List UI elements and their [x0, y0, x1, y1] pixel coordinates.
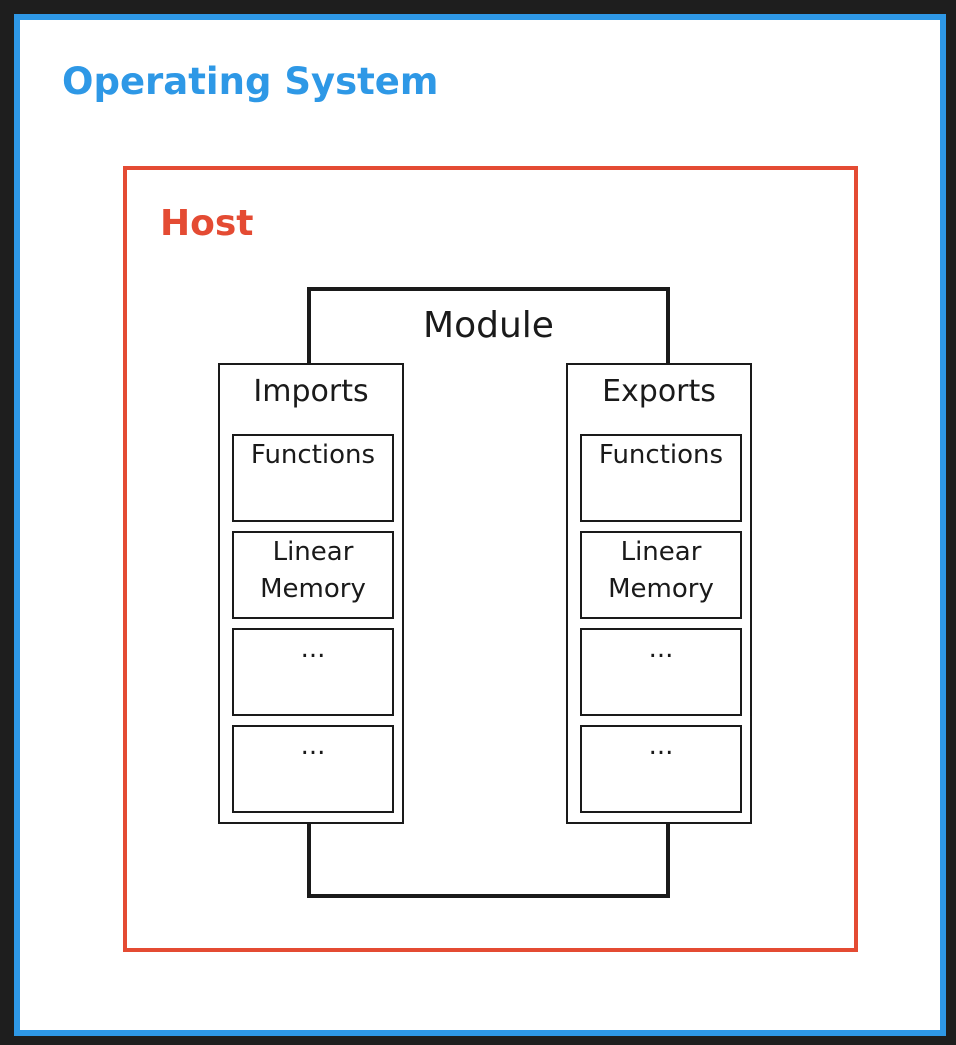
imports-column: Imports Functions Linear Memory ... ... [218, 363, 404, 824]
imports-item-functions: Functions [232, 434, 394, 522]
exports-title: Exports [602, 374, 716, 409]
imports-item-ellipsis: ... [232, 628, 394, 716]
exports-item-ellipsis: ... [580, 628, 742, 716]
exports-item-linear-memory: Linear Memory [580, 531, 742, 619]
imports-title: Imports [253, 374, 369, 409]
operating-system-title: Operating System [62, 60, 439, 103]
imports-item-linear-memory: Linear Memory [232, 531, 394, 619]
exports-item-ellipsis: ... [580, 725, 742, 813]
exports-column: Exports Functions Linear Memory ... ... [566, 363, 752, 824]
host-title: Host [160, 203, 254, 244]
exports-item-functions: Functions [580, 434, 742, 522]
module-title: Module [423, 305, 554, 346]
imports-item-ellipsis: ... [232, 725, 394, 813]
